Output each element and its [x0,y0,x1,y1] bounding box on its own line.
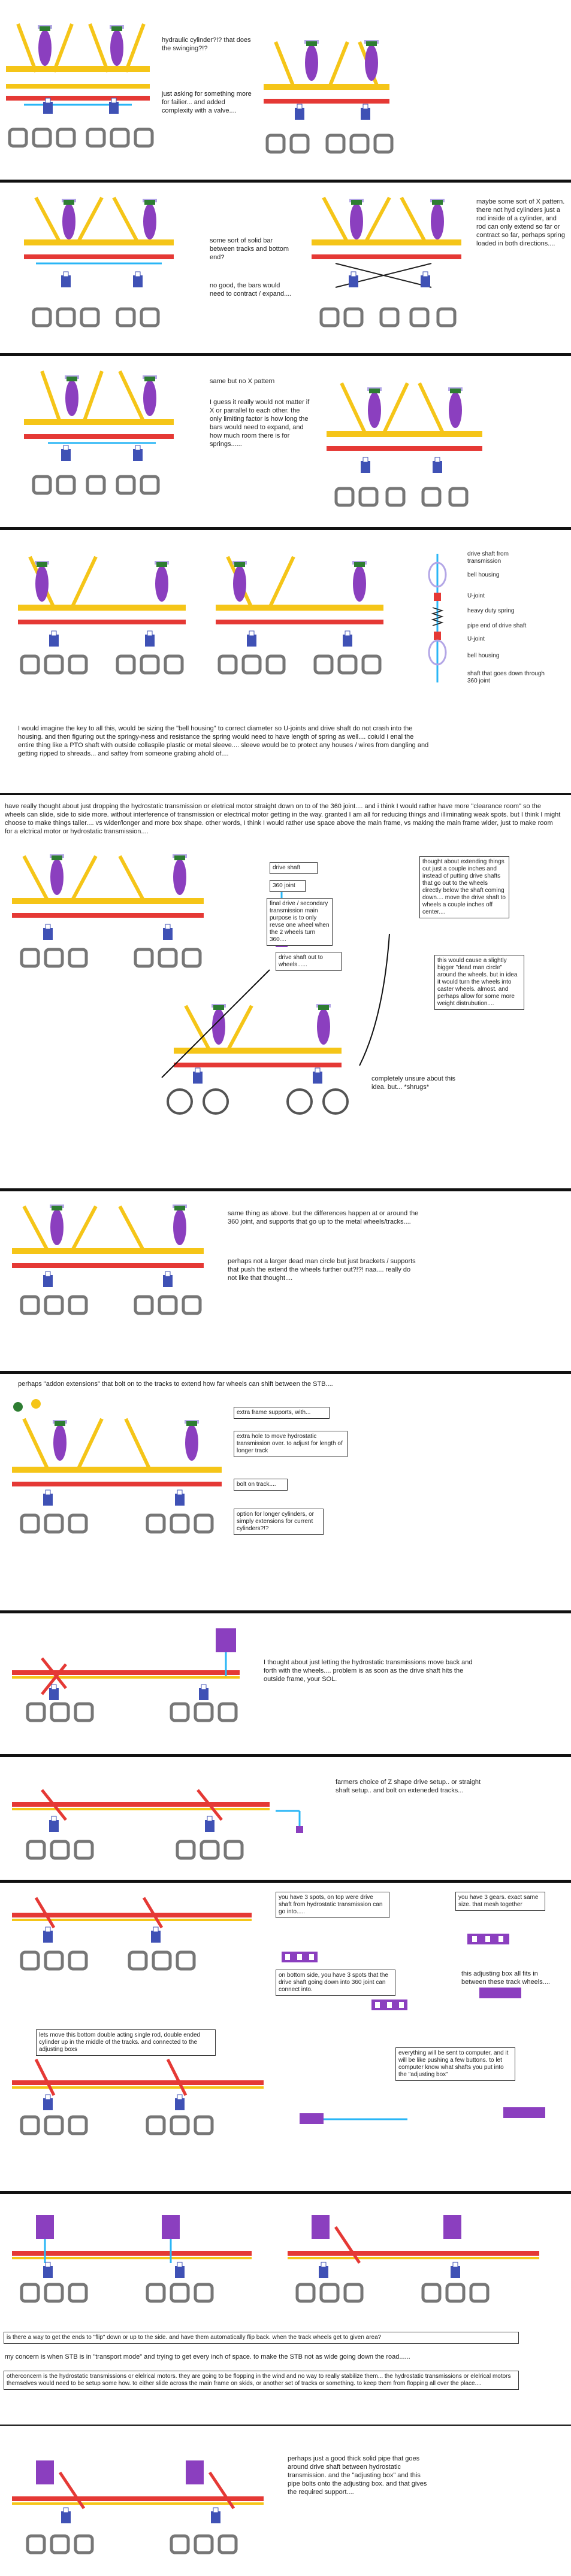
stb-frame-drawing [167,1004,349,1115]
legend-drive-shaft: drive shaft from transmission [467,551,509,565]
section-divider [0,1880,571,1883]
paragraph-drop-transmission: have really thought about just dropping … [5,803,561,835]
label-three-gears: you have 3 gears. exact same size. that … [455,1892,545,1911]
stb-frame-drawing [288,2215,539,2301]
note-dead-man-circle: this would cause a slightly bigger "dead… [434,955,524,1010]
stb-frame-drawing [12,2058,545,2134]
stb-frame-drawing [216,556,383,673]
note-farmers-choice: farmers choice of Z shape drive setup.. … [336,1779,481,1794]
gear-box-detail [282,1934,521,2010]
heading-addon-extensions: perhaps "addon extensions" that bolt on … [18,1380,333,1388]
stb-frame-drawing [12,1628,240,1721]
note-solid-pipe: perhaps just a good thick solid pipe tha… [288,2455,427,2496]
section-divider [0,1188,571,1191]
stb-frame-drawing [12,1897,252,1969]
label-longer-cylinders: option for longer cylinders, or simply e… [234,1509,324,1535]
label-three-spots-top: you have 3 spots, on top were drive shaf… [276,1892,389,1918]
note-computer-control: everything will be sent to computer, and… [395,2047,515,2081]
note-parallel: I guess it really would not matter if X … [210,399,310,448]
stb-frame-drawing [12,1204,204,1313]
note-same-as-above: same thing as above. but the differences… [228,1210,419,1225]
section-divider [0,1754,571,1757]
label-extra-hole: extra hole to move hydrostatic transmiss… [234,1431,348,1457]
stb-frame-drawing [327,382,482,505]
legend-bell-housing: bell housing [467,572,500,578]
label-final-drive: final drive / secondary transmission mai… [267,898,333,946]
section-divider [0,2191,571,2194]
note-transport-mode: my concern is when STB is in "transport … [5,2353,410,2360]
note-no-x-pattern: same but no X pattern [210,378,275,385]
stb-frame-drawing [12,854,204,966]
paragraph-bell-housing: I would imagine the key to all this, wou… [18,725,429,757]
legend-u-joint: U-joint [467,593,485,599]
note-extend-things-out: thought about extending things out just … [419,856,509,918]
note-adjusting-box-fits: this adjusting box all fits in between t… [461,1970,550,1986]
label-drive-shaft: drive shaft [270,862,318,874]
legend-u-joint-2: U-joint [467,636,485,642]
label-bolt-on-track: bolt on track.... [234,1479,288,1491]
section-divider [0,527,571,530]
drive-shaft-diagram [428,554,447,682]
note-move-with-wheels: I thought about just letting the hydrost… [264,1659,473,1683]
legend-spring: heavy duty spring [467,608,515,614]
label-three-spots-bottom: on bottom side, you have 3 spots that th… [276,1970,395,1996]
note-x-pattern: maybe some sort of X pattern. there not … [476,198,565,247]
question-flip-ends: is there a way to get the ends to "flip"… [4,2332,519,2344]
stb-frame-drawing [12,1399,222,1532]
arrow [161,969,270,1078]
label-drive-shaft-out: drive shaft out to wheels...... [276,952,342,971]
legend-shaft-360: shaft that goes down through 360 joint [467,670,545,684]
section-divider [0,1610,571,1613]
note-solid-bar: some sort of solid bar between tracks an… [210,237,289,261]
stb-frame-drawing [24,196,174,326]
section-divider [0,180,571,183]
section-divider [0,353,571,356]
label-360-joint: 360 joint [270,880,306,892]
stb-frame-drawing [264,40,392,152]
stb-frame-drawing [12,1789,303,1858]
legend-pipe-end: pipe end of drive shaft [467,623,527,629]
note-failure-complexity: just asking for something more for faili… [162,90,252,114]
stb-frame-drawing [18,556,186,673]
section-divider [0,1371,571,1374]
label-move-cylinder: lets move this bottom double acting sing… [36,2029,216,2056]
note-bars-contract: no good, the bars would need to contract… [210,282,292,298]
stb-frame-drawing [12,2460,264,2553]
section-divider [0,793,571,795]
label-extra-supports: extra frame supports, with... [234,1407,330,1419]
stb-frame-drawing [12,2215,252,2301]
section-divider [0,2425,571,2426]
note-unsure: completely unsure about this idea. but..… [371,1075,456,1091]
stb-frame-drawing [6,23,152,146]
stb-frame-drawing [24,370,174,493]
note-hydraulic-cylinder: hydraulic cylinder?!? that does the swin… [162,37,251,52]
arrow [359,933,390,1066]
note-brackets: perhaps not a larger dead man circle but… [228,1258,416,1282]
note-flopping-motors: otherconcern is the hydrostatic transmis… [4,2371,519,2390]
legend-bell-housing-2: bell housing [467,653,500,659]
stb-frame-drawing [312,196,461,326]
